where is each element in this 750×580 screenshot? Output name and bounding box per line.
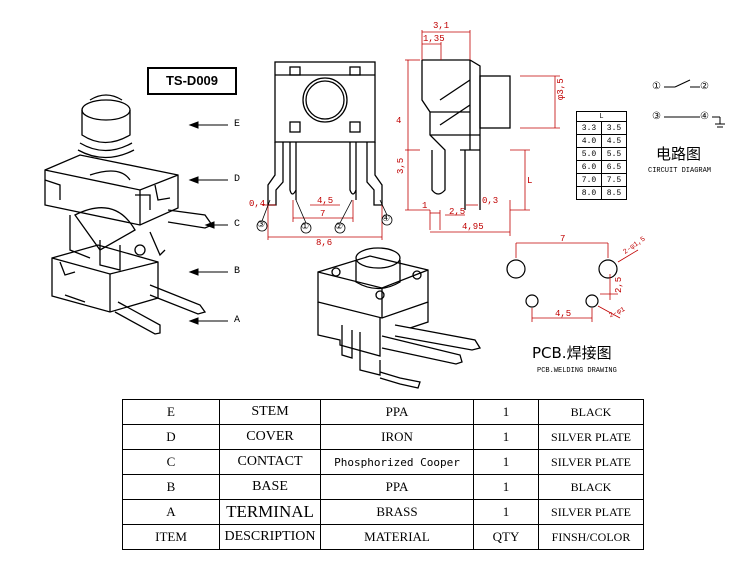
bom-material: Phosphorized Cooper: [320, 449, 474, 475]
dim-side-4-95: 4,95: [462, 222, 484, 232]
terminal-2: ②: [335, 222, 344, 232]
dim-pcb-4-5: 4,5: [555, 309, 572, 319]
bom-row: A TERMINAL BRASS 1 SILVER PLATE: [122, 499, 644, 525]
bom-finish: SILVER PLATE: [538, 449, 644, 475]
terminal-1: ①: [301, 222, 310, 232]
circuit-title-en: CIRCUIT DIAGRAM: [648, 167, 712, 175]
dim-pcb-2-5: 2,5: [614, 276, 624, 293]
dim-side-4: 4: [396, 116, 402, 126]
bom-header-row: ITEM DESCRIPTION MATERIAL QTY FINSH/COLO…: [122, 524, 644, 550]
bom-description: CONTACT: [219, 449, 321, 475]
part-number-title: TS-D009: [147, 67, 237, 95]
part-label-e: E: [234, 119, 241, 130]
circuit-pin-4: ④: [700, 112, 709, 123]
bom-material: IRON: [320, 424, 474, 450]
part-label-d: D: [234, 174, 241, 185]
dim-front-4-5: 4,5: [317, 196, 334, 206]
bom-header-finish: FINSH/COLOR: [538, 524, 644, 550]
dim-front-7: 7: [320, 209, 326, 219]
bom-finish: SILVER PLATE: [538, 424, 644, 450]
terminal-4: ④: [382, 214, 391, 224]
bom-qty: 1: [473, 424, 539, 450]
circuit-title-cn: 电路图: [656, 145, 702, 163]
bom-description: BASE: [219, 474, 321, 500]
bom-row: B BASE PPA 1 BLACK: [122, 474, 644, 500]
bom-material: PPA: [320, 474, 474, 500]
part-label-b: B: [234, 266, 241, 277]
dim-side-3-1: 3,1: [433, 21, 450, 31]
bom-qty: 1: [473, 474, 539, 500]
bom-row: C CONTACT Phosphorized Cooper 1 SILVER P…: [122, 449, 644, 475]
pcb-title-cn: PCB.焊接图: [532, 344, 612, 362]
bom-qty: 1: [473, 499, 539, 525]
length-cell: 8.0: [576, 186, 602, 200]
length-cell: 8.5: [601, 186, 627, 200]
bom-description: TERMINAL: [219, 499, 321, 525]
bom-material: BRASS: [320, 499, 474, 525]
dim-front-0-4: 0,4: [249, 199, 266, 209]
bom-description: STEM: [219, 399, 321, 425]
terminal-3: ③: [257, 220, 266, 230]
bom-finish: BLACK: [538, 474, 644, 500]
dim-side-1: 1: [422, 201, 428, 211]
bom-description: COVER: [219, 424, 321, 450]
dim-side-l: L: [527, 176, 533, 186]
bom-item: D: [122, 424, 220, 450]
dim-pcb-7: 7: [560, 234, 566, 244]
part-label-a: A: [234, 315, 241, 326]
circuit-pin-1: ①: [652, 82, 661, 93]
bom-finish: BLACK: [538, 399, 644, 425]
bom-header-material: MATERIAL: [320, 524, 474, 550]
bom-item: A: [122, 499, 220, 525]
bom-item: B: [122, 474, 220, 500]
circuit-pin-3: ③: [652, 112, 661, 123]
bom-table: E STEM PPA 1 BLACK D COVER IRON 1 SILVER…: [122, 399, 644, 550]
bom-header-qty: QTY: [473, 524, 539, 550]
dim-side-1-35: 1,35: [423, 34, 445, 44]
bom-material: PPA: [320, 399, 474, 425]
bom-row: D COVER IRON 1 SILVER PLATE: [122, 424, 644, 450]
bom-row: E STEM PPA 1 BLACK: [122, 399, 644, 425]
dim-side-0-3: 0,3: [482, 196, 499, 206]
circuit-pin-2: ②: [700, 82, 709, 93]
bom-item: E: [122, 399, 220, 425]
dim-front-8-6: 8,6: [316, 238, 333, 248]
pcb-title-en: PCB.WELDING DRAWING: [537, 367, 617, 375]
part-label-c: C: [234, 219, 241, 230]
dim-side-2-5: 2,5: [449, 207, 466, 217]
bom-qty: 1: [473, 449, 539, 475]
bom-header-item: ITEM: [122, 524, 220, 550]
bom-finish: SILVER PLATE: [538, 499, 644, 525]
bom-header-description: DESCRIPTION: [219, 524, 321, 550]
bom-qty: 1: [473, 399, 539, 425]
bom-item: C: [122, 449, 220, 475]
